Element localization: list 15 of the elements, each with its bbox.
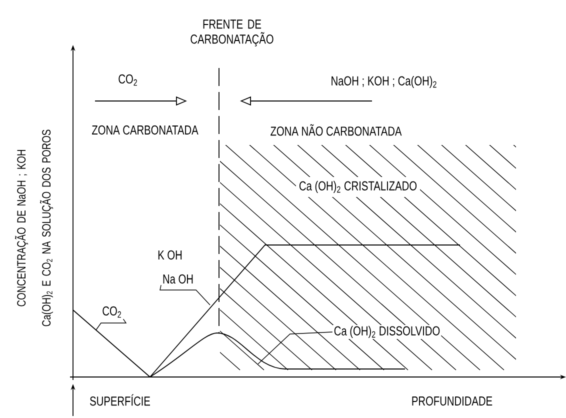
zone-label: ZONA NÃO CARBONATADA <box>270 124 402 136</box>
leader-line <box>258 332 333 364</box>
curve-label: CO$_{2}$ <box>101 305 123 319</box>
zone-label: ZONA CARBONATADA <box>92 125 198 135</box>
leader-line <box>96 318 127 330</box>
leader-line <box>160 284 210 306</box>
annotation-text: FRENTE DE CARBONATAÇÃO <box>190 20 274 46</box>
annotation-text: Ca (OH)$_{2}$ CRISTALIZADO <box>300 180 417 194</box>
curve-label: Ca (OH)$_{2}$ DISSOLVIDO <box>332 324 442 340</box>
curve-label: K OH <box>158 250 182 260</box>
curve-label: Na OH <box>162 273 194 285</box>
arrow-label: NaOH ; KOH ; Ca(OH)$_{2}$ <box>332 76 436 88</box>
arrow-label: CO$_{2}$ <box>118 74 137 86</box>
axis-label: PROFUNDIDADE <box>412 396 492 406</box>
axis-label: SUPERFÍCIE <box>90 394 150 406</box>
